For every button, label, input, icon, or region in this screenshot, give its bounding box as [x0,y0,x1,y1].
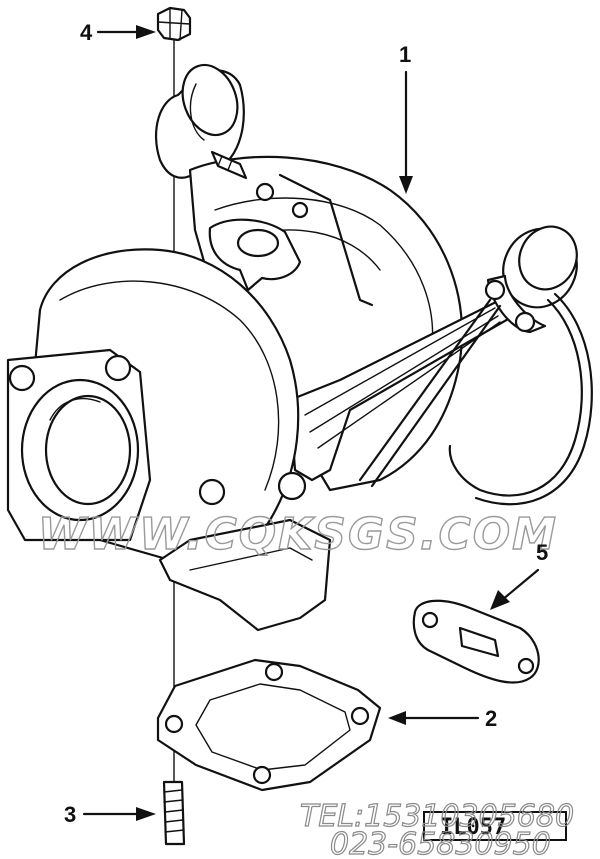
svg-text:1: 1 [399,42,411,67]
callout-5: 5 [490,540,548,610]
figure-number-box: IL057 [423,811,567,841]
svg-text:5: 5 [536,540,548,565]
watermark-site: WWW.CQKSGS.COM [38,509,558,560]
callout-4: 4 [80,20,156,45]
svg-text:4: 4 [80,20,93,45]
svg-text:3: 3 [64,802,76,827]
callout-2: 2 [388,706,497,731]
part-4-nut [156,6,192,42]
part-3-stud [162,780,186,846]
watermark-tel: TEL:15310305680 [300,799,574,834]
watermark-phone: 023-65830950 [330,827,551,859]
wastegate-actuator [484,225,578,334]
part-2-gasket [156,658,382,792]
part-5-small-gasket [412,599,540,684]
callout-1: 1 [399,42,413,194]
svg-text:IL057: IL057 [440,815,506,840]
svg-text:2: 2 [485,706,497,731]
callout-3: 3 [64,802,156,827]
part-1-turbocharger [6,63,593,632]
